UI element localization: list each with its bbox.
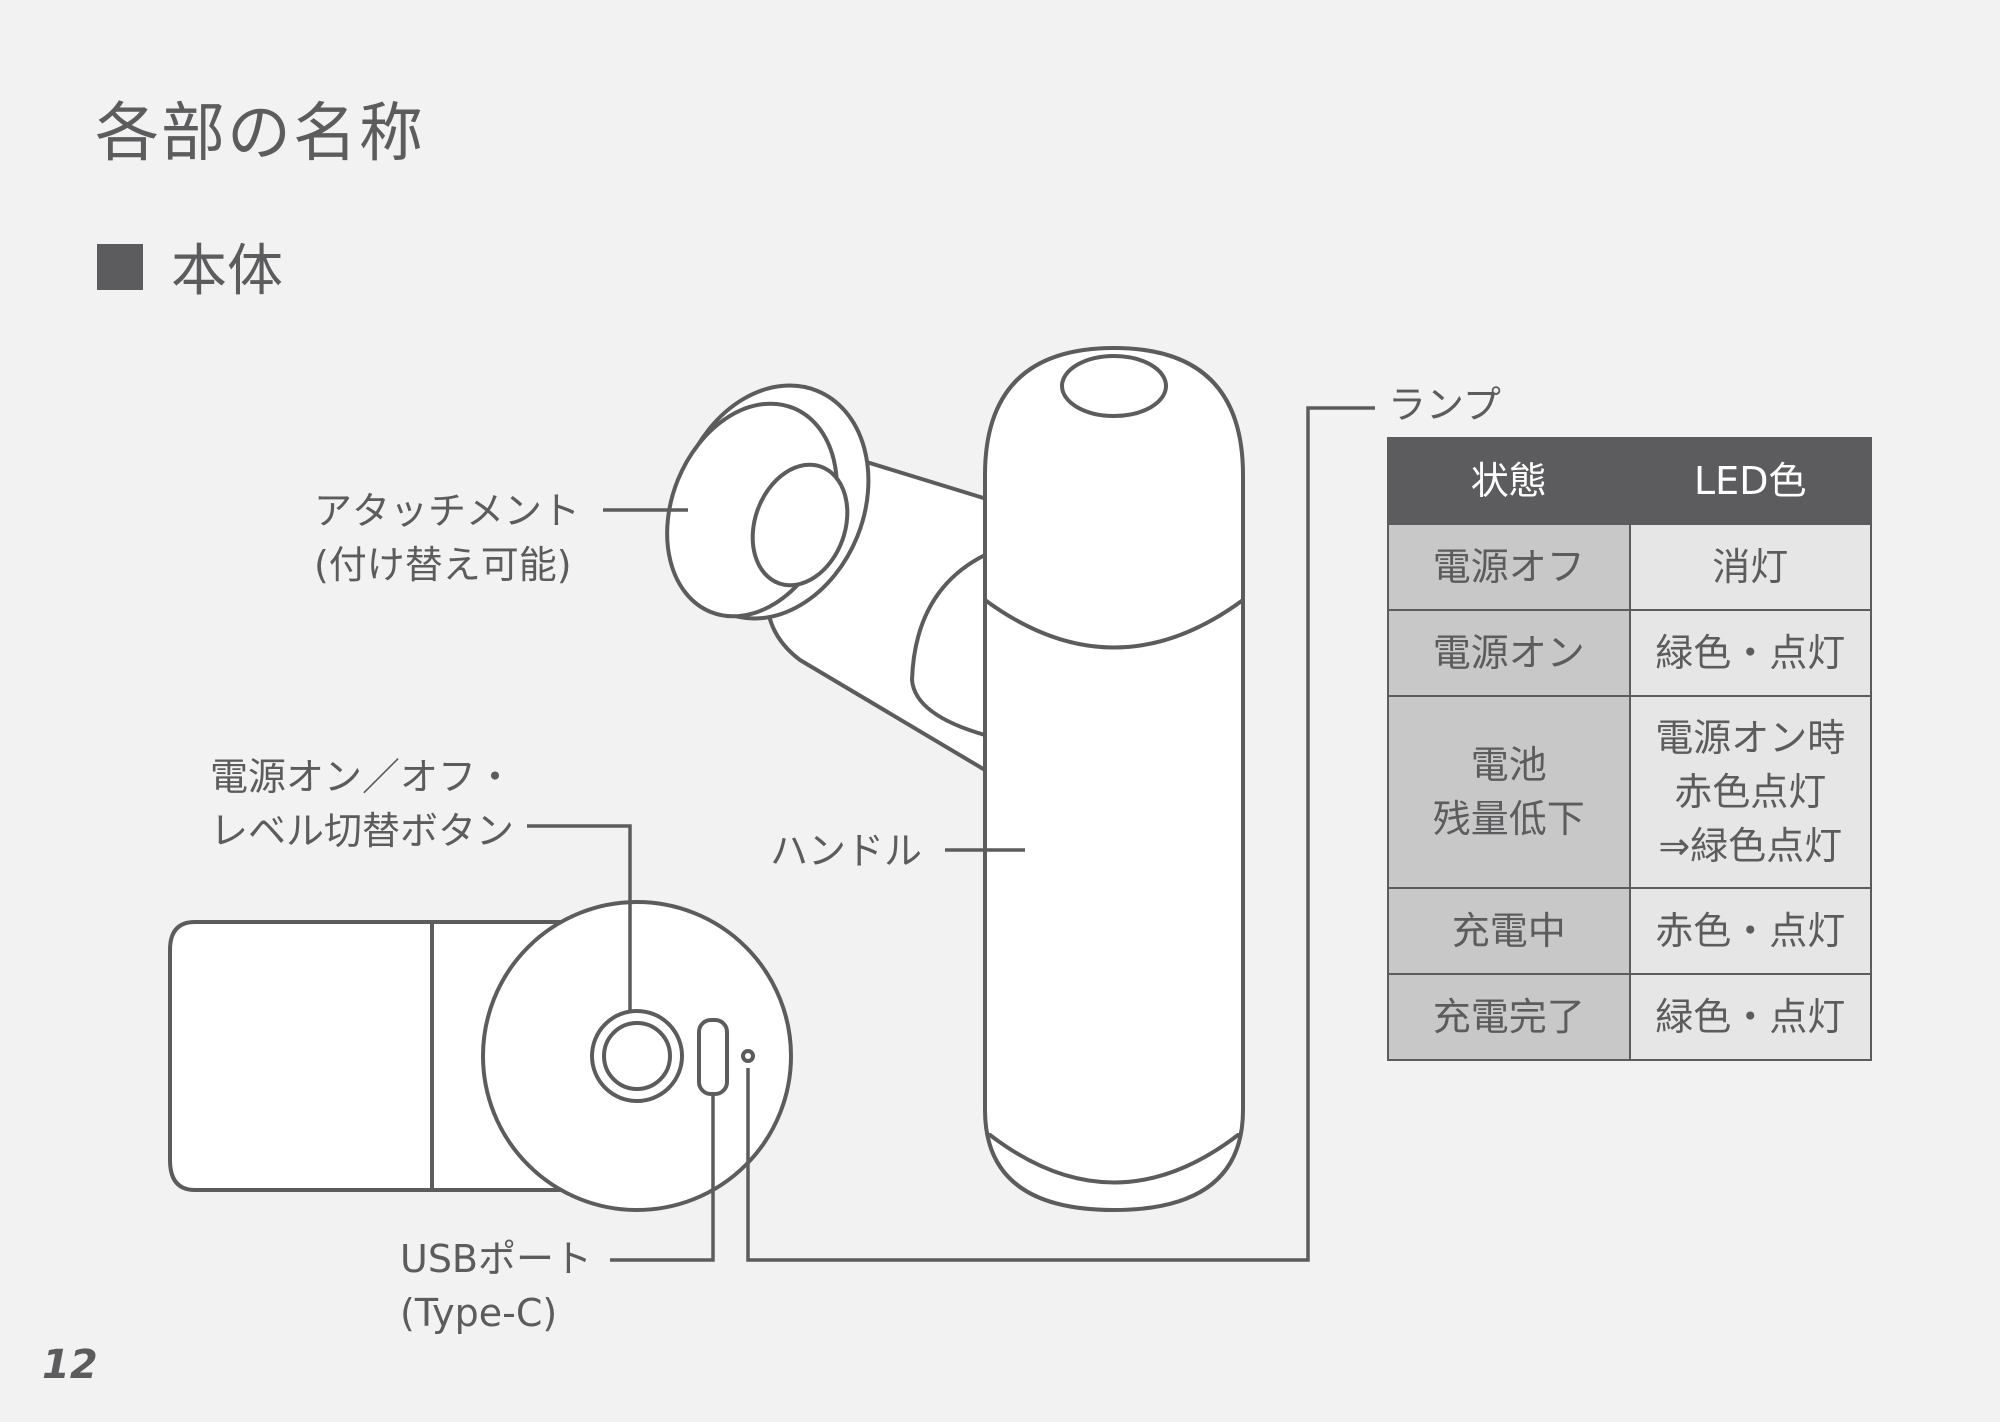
- header-state: 状態: [1387, 437, 1631, 525]
- table-header-row: 状態 LED色: [1387, 437, 1872, 525]
- power-button-label-line2: レベル切替ボタン: [210, 809, 515, 853]
- state-text: 残量低下: [1432, 797, 1585, 841]
- table-row: 電池 残量低下 電源オン時 赤色点灯 ⇒緑色点灯: [1387, 695, 1872, 889]
- top-cap-line: [983, 598, 1245, 650]
- base-line: [988, 1133, 1240, 1185]
- lamp-window: [1060, 354, 1168, 418]
- section-title: 本体: [171, 239, 283, 304]
- main-body: [983, 346, 1245, 1212]
- indicator-dot: [741, 1049, 755, 1063]
- attachment-label-line1: アタッチメント: [313, 489, 580, 533]
- attachment-label: アタッチメント (付け替え可能): [314, 484, 580, 592]
- led-color-text: ⇒緑色点灯: [1658, 824, 1843, 868]
- power-button-label-line1: 電源オン／オフ・: [210, 755, 515, 799]
- state-text: 電源オフ: [1432, 545, 1585, 589]
- usb-port: [697, 1018, 729, 1096]
- state-text: 充電中: [1451, 909, 1566, 953]
- led-color-cell: 緑色・点灯: [1628, 609, 1872, 697]
- lamp-leader: [746, 406, 1375, 1262]
- table-row: 電源オン 緑色・点灯: [1387, 609, 1872, 697]
- page-number: 12: [42, 1342, 98, 1388]
- led-color-cell: 赤色・点灯: [1628, 887, 1872, 975]
- led-color-cell: 消灯: [1628, 523, 1872, 611]
- led-color-text: 電源オン時: [1655, 716, 1846, 760]
- state-cell: 充電中: [1387, 887, 1631, 975]
- lamp-status-table: 状態 LED色 電源オフ 消灯 電源オン 緑色・点灯 電池 残量低下 電源オン時…: [1387, 437, 1872, 1061]
- attachment-ring: [750, 462, 850, 588]
- page-title: 各部の名称: [95, 97, 425, 171]
- led-color-text: 赤色点灯: [1674, 770, 1827, 814]
- power-button: [602, 1021, 672, 1091]
- led-color-text: 緑色・点灯: [1655, 631, 1846, 675]
- led-color-cell: 電源オン時 赤色点灯 ⇒緑色点灯: [1628, 695, 1872, 889]
- power-button-label: 電源オン／オフ・ レベル切替ボタン: [210, 750, 514, 858]
- handle-label: ハンドル: [770, 829, 923, 873]
- led-color-text: 消灯: [1712, 545, 1789, 589]
- usb-port-label-line1: USBポート: [400, 1237, 593, 1281]
- header-led-color: LED色: [1628, 437, 1872, 525]
- state-cell: 電源オン: [1387, 609, 1631, 697]
- led-color-text: 赤色・点灯: [1655, 909, 1846, 953]
- neck-collar: [910, 553, 987, 737]
- usb-port-label-line2: (Type-C): [400, 1291, 558, 1335]
- usb-leader: [610, 1094, 715, 1262]
- power-button-leader: [527, 824, 632, 1010]
- lamp-label: ランプ: [1388, 383, 1501, 427]
- state-cell: 充電完了: [1387, 973, 1631, 1061]
- state-cell: 電源オフ: [1387, 523, 1631, 611]
- state-text: 電池: [1470, 743, 1547, 787]
- table-row: 充電中 赤色・点灯: [1387, 887, 1872, 975]
- attachment-label-line2: (付け替え可能): [313, 543, 572, 587]
- led-color-text: 緑色・点灯: [1655, 995, 1846, 1039]
- state-text: 充電完了: [1432, 995, 1585, 1039]
- led-color-cell: 緑色・点灯: [1628, 973, 1872, 1061]
- usb-port-label: USBポート (Type-C): [400, 1232, 592, 1340]
- base-housing: [168, 920, 587, 1192]
- state-text: 電源オン: [1432, 631, 1585, 675]
- section-heading: 本体: [97, 226, 283, 307]
- table-row: 充電完了 緑色・点灯: [1387, 973, 1872, 1061]
- state-cell: 電池 残量低下: [1387, 695, 1631, 889]
- square-bullet-icon: [97, 243, 143, 290]
- table-row: 電源オフ 消灯: [1387, 523, 1872, 611]
